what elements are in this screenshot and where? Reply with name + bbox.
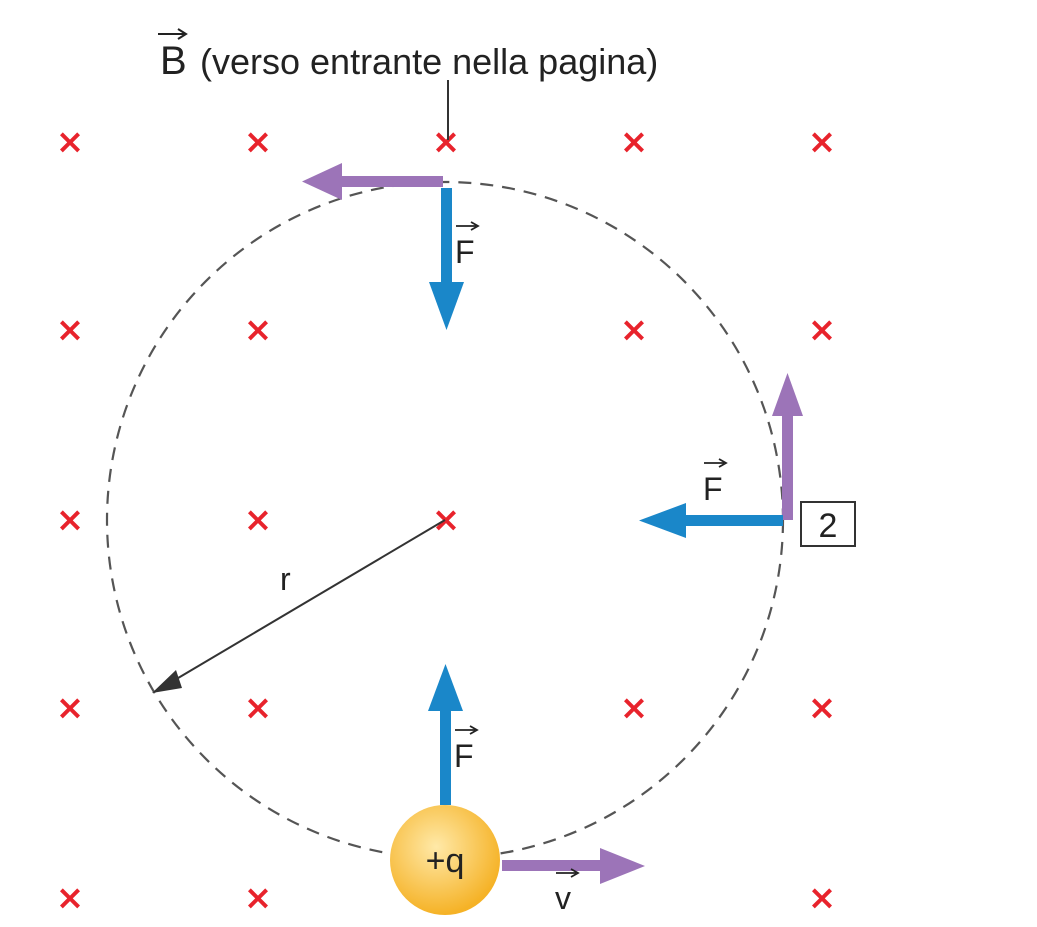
field-mark: × — [244, 878, 273, 918]
radius-line — [167, 519, 446, 685]
field-mark: × — [808, 122, 837, 162]
position-box-label: 2 — [819, 507, 838, 545]
field-vector-arrow — [158, 28, 188, 40]
velocity-label-bottom-arrow — [556, 868, 580, 878]
magnetic-field-marks: × × × × × × × × × × × × × × × × × × × — [56, 122, 837, 918]
field-mark: × — [56, 878, 85, 918]
radius-arrowhead — [152, 670, 182, 693]
field-mark: × — [56, 310, 85, 350]
field-mark: × — [620, 122, 649, 162]
field-mark: × — [620, 688, 649, 728]
force-label-bottom-arrow — [455, 725, 479, 735]
radius-label: r — [280, 561, 291, 597]
force-arrow-top — [429, 188, 464, 330]
force-label-top: F — [455, 234, 475, 270]
field-mark: × — [244, 122, 273, 162]
field-mark: × — [808, 688, 837, 728]
field-mark: × — [56, 688, 85, 728]
field-mark: × — [244, 688, 273, 728]
field-mark: × — [808, 310, 837, 350]
force-arrow-right — [639, 503, 783, 538]
force-label-right: F — [703, 471, 723, 507]
force-label-top-arrow — [456, 221, 480, 231]
force-label-bottom: F — [454, 738, 474, 774]
velocity-arrow-top — [302, 163, 443, 200]
field-mark: × — [432, 122, 461, 162]
velocity-arrow-bottom — [502, 848, 645, 884]
field-mark: × — [244, 500, 273, 540]
field-mark: × — [56, 500, 85, 540]
velocity-label-bottom: v — [555, 880, 571, 916]
field-vector-symbol: B — [160, 39, 187, 83]
position-box — [800, 501, 856, 547]
velocity-arrow-right — [772, 373, 803, 520]
field-mark: × — [56, 122, 85, 162]
charge-label: +q — [426, 842, 465, 880]
field-mark: × — [244, 310, 273, 350]
field-mark: × — [620, 310, 649, 350]
field-direction-label: (verso entrante nella pagina) — [200, 41, 658, 82]
force-arrow-bottom — [428, 664, 463, 805]
field-mark: × — [808, 878, 837, 918]
charge-particle — [390, 805, 500, 915]
force-label-right-arrow — [704, 458, 728, 468]
field-mark: × — [432, 500, 461, 540]
